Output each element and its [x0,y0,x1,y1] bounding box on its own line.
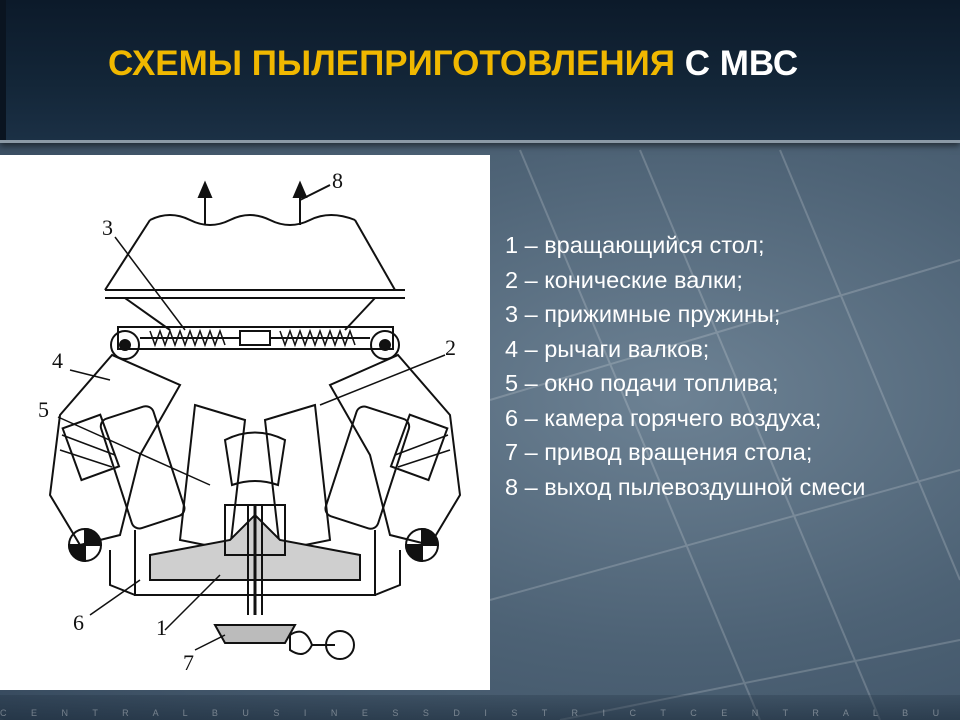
drive-gear [213,624,297,644]
hopper-right [354,219,396,291]
outlet-wave [149,214,356,226]
roller-cone-left [178,403,247,552]
roller-cone-right [263,403,332,552]
legend-item: 5 – окно подачи топлива; [505,370,779,396]
callout-1: 1 [156,615,167,640]
hopper-left [104,219,151,291]
legend-item: 4 – рычаги валков; [505,335,710,362]
callout-8: 8 [332,168,343,193]
lever-left [48,353,182,547]
callout-6: 6 [73,610,84,635]
legend-item: 2 – конические валки; [505,266,743,293]
legend-item: 6 – камера горячего воздуха; [505,404,822,431]
callout-4: 4 [52,348,63,373]
legend-item: 7 – привод вращения стола; [505,439,813,465]
component-legend: 1 – вращающийся стол; 2 – конические вал… [505,228,945,504]
title-bar: СХЕМЫ ПЫЛЕПРИГОТОВЛЕНИЯ С МВС [0,0,960,143]
footer-strip [0,695,960,720]
slide-title: СХЕМЫ ПЫЛЕПРИГОТОВЛЕНИЯ С МВС [108,44,798,84]
legend-item: 3 – прижимные пружины; [505,301,781,327]
roller-mill-diagram: 1 2 3 4 5 6 7 8 [38,168,462,675]
footer-watermark: C E N T R A L B U S I N E S S D I S T R … [0,708,960,718]
legend-item: 1 – вращающийся стол; [505,232,765,258]
slide-title-main: СХЕМЫ ПЫЛЕПРИГОТОВЛЕНИЯ [108,44,675,83]
callout-2: 2 [445,335,456,360]
mill-diagram-panel: 1 2 3 4 5 6 7 8 [0,155,490,690]
callout-3: 3 [102,215,113,240]
callout-7: 7 [183,650,194,675]
legend-item: 8 – выход пылевоздушной смеси [505,473,866,500]
slide-title-suffix: С МВС [675,44,799,83]
title-bar-edge [0,0,6,140]
callout-5: 5 [38,397,49,422]
lever-right [328,353,462,547]
